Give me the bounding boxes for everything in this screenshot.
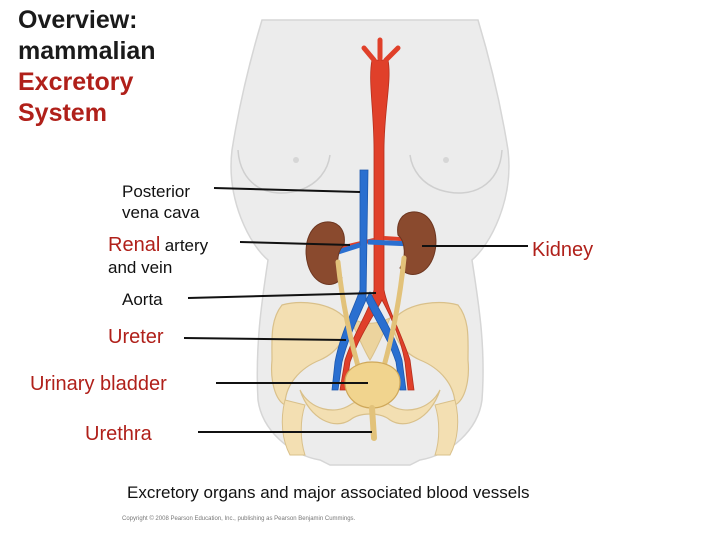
title-line-2: mammalian [18, 37, 156, 65]
label-renal-line2: and vein [108, 258, 173, 277]
label-posterior-line1: Posterior [122, 182, 191, 201]
copyright-notice: Copyright © 2008 Pearson Education, Inc.… [122, 516, 356, 522]
label-posterior-line2: vena cava [122, 203, 200, 222]
left-hip-bone [270, 301, 347, 406]
vena-cava-vessel [331, 169, 369, 391]
leader-vena-cava [213, 187, 361, 193]
left-nipple [293, 157, 299, 163]
label-renal-word: Renal [108, 234, 161, 256]
label-aorta: Aorta [122, 290, 163, 309]
left-femur [281, 399, 306, 456]
label-renal-rest: artery [164, 236, 209, 255]
diagram-title: Overview: mammalian Excretory System [18, 5, 156, 129]
label-urethra: Urethra [85, 423, 152, 445]
right-kidney [397, 211, 437, 275]
bladder [344, 361, 401, 409]
aorta-vessel [339, 59, 415, 391]
label-renal-artery-vein: Renal artery and vein [108, 233, 208, 278]
figure-caption: Excretory organs and major associated bl… [127, 483, 530, 502]
right-femur [434, 399, 459, 456]
right-breast [409, 149, 503, 194]
label-urinary-bladder: Urinary bladder [30, 373, 167, 395]
renal-vein-left [337, 242, 361, 255]
title-line-3: Excretory [18, 68, 134, 96]
title-line-1: Overview: [18, 6, 138, 34]
aorta-branches [361, 37, 401, 63]
leader-ureter [183, 337, 347, 341]
right-hip-bone [393, 301, 470, 406]
label-posterior-vena-cava: Posterior vena cava [122, 181, 200, 223]
label-ureter: Ureter [108, 326, 164, 348]
leader-renal [239, 241, 351, 246]
vena-cava-right-branch [365, 291, 407, 391]
label-kidney: Kidney [532, 239, 594, 261]
urethra-tube [369, 405, 377, 441]
title-line-4: System [18, 99, 107, 127]
leader-aorta [187, 292, 377, 299]
right-nipple [443, 157, 449, 163]
